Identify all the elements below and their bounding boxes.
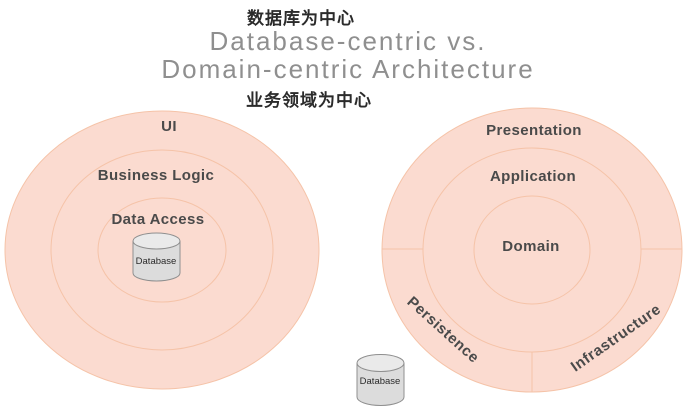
right-database-cylinder-icon bbox=[356, 354, 405, 406]
right-inner-ring-domain bbox=[473, 195, 591, 305]
cylinder-body bbox=[356, 363, 405, 406]
left-inner-ring-data-access bbox=[97, 197, 227, 303]
cylinder-top bbox=[132, 232, 181, 250]
right-layer-domain: Domain bbox=[502, 238, 560, 255]
cylinder-body bbox=[132, 241, 181, 282]
left-middle-ring-business-logic bbox=[50, 149, 274, 351]
left-database-label: Database bbox=[135, 256, 177, 267]
left-layer-ui: UI bbox=[161, 118, 177, 135]
right-circle-group bbox=[356, 107, 683, 406]
left-layer-business-logic: Business Logic bbox=[97, 167, 215, 184]
cylinder-top bbox=[356, 354, 405, 372]
right-database-label: Database bbox=[359, 376, 401, 387]
title-line-1: Database-centric vs. bbox=[209, 26, 487, 56]
left-circle-group bbox=[4, 110, 320, 390]
page-title: Database-centric vs. Domain-centric Arch… bbox=[98, 27, 598, 83]
right-layer-presentation: Presentation bbox=[486, 122, 582, 139]
left-database-cylinder-icon bbox=[132, 232, 181, 282]
right-layer-application: Application bbox=[489, 168, 577, 185]
label-database-centric-cn: 数据库为中心 bbox=[247, 9, 355, 28]
title-line-2: Domain-centric Architecture bbox=[161, 54, 535, 84]
label-domain-centric-cn: 业务领域为中心 bbox=[246, 91, 372, 110]
left-layer-data-access: Data Access bbox=[111, 211, 205, 228]
